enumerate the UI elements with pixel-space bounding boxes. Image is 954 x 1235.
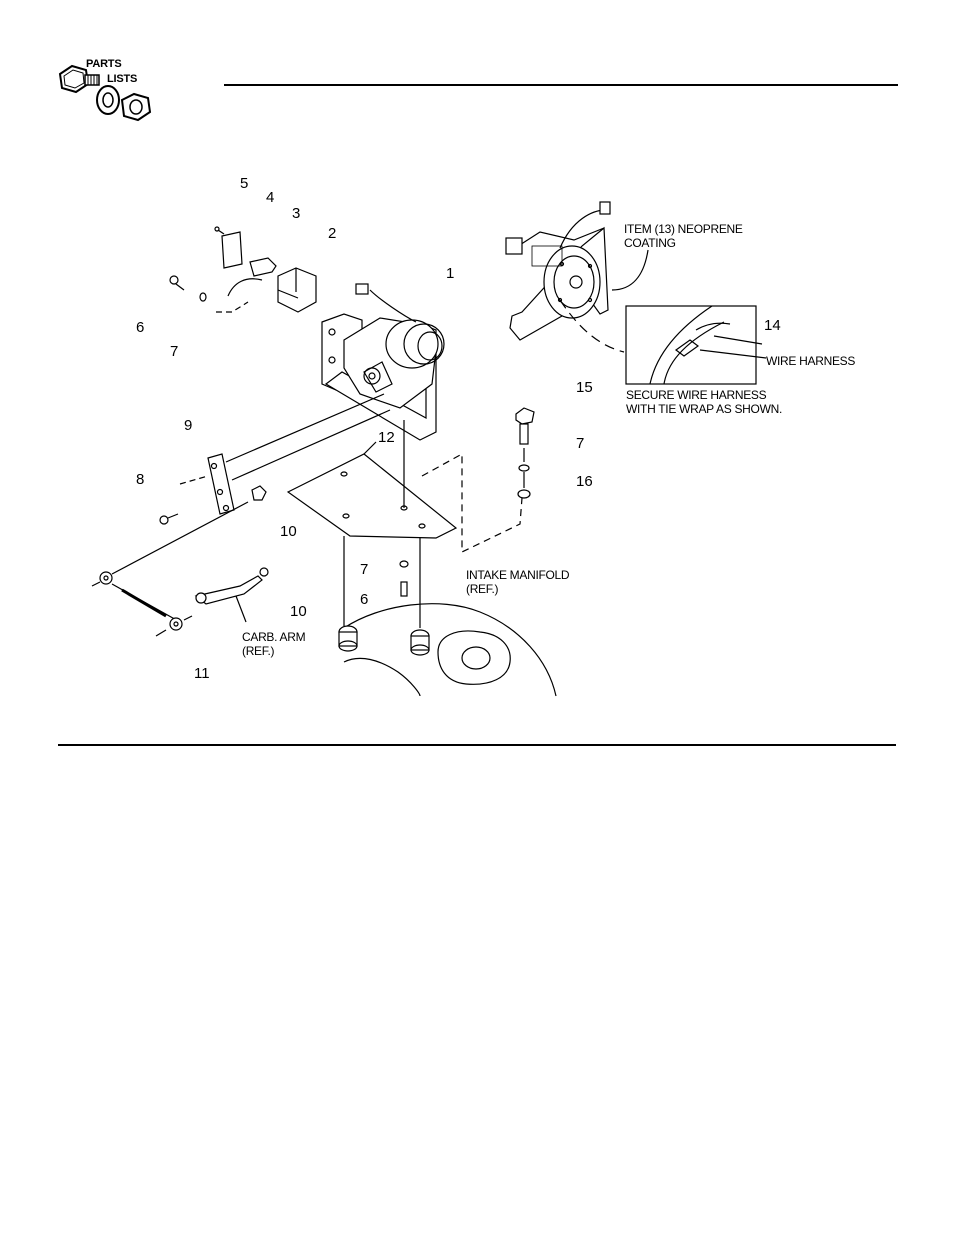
callout-2: 2: [328, 226, 336, 241]
callout-14: 14: [764, 318, 781, 333]
note-intake-line-2: (REF.): [466, 582, 569, 596]
section-rule: [58, 744, 896, 746]
note-neoprene-coating: ITEM (13) NEOPRENE COATING: [624, 222, 743, 250]
callout-8: 8: [136, 472, 144, 487]
callout-10-lower: 10: [290, 604, 307, 619]
callout-6-upper: 6: [136, 320, 144, 335]
note-carb-arm: CARB. ARM (REF.): [242, 630, 305, 658]
note-secure-wire-harness: SECURE WIRE HARNESS WITH TIE WRAP AS SHO…: [626, 388, 782, 416]
callout-7-upper: 7: [170, 344, 178, 359]
callout-12: 12: [378, 430, 395, 445]
callout-4: 4: [266, 190, 274, 205]
callout-3: 3: [292, 206, 300, 221]
note-intake-manifold: INTAKE MANIFOLD (REF.): [466, 568, 569, 596]
note-secure-line-1: SECURE WIRE HARNESS: [626, 388, 782, 402]
callout-1: 1: [446, 266, 454, 281]
note-neoprene-line-2: COATING: [624, 236, 743, 250]
note-intake-line-1: INTAKE MANIFOLD: [466, 568, 569, 582]
callout-15: 15: [576, 380, 593, 395]
callout-6-lower: 6: [360, 592, 368, 607]
callout-7-lower: 7: [360, 562, 368, 577]
callout-7-right: 7: [576, 436, 584, 451]
governor-assembly-diagram: [0, 0, 954, 760]
callout-9: 9: [184, 418, 192, 433]
note-neoprene-line-1: ITEM (13) NEOPRENE: [624, 222, 743, 236]
note-wire-harness: WIRE HARNESS: [766, 354, 855, 368]
note-carb-line-2: (REF.): [242, 644, 305, 658]
callout-16: 16: [576, 474, 593, 489]
callout-10-upper: 10: [280, 524, 297, 539]
note-secure-line-2: WITH TIE WRAP AS SHOWN.: [626, 402, 782, 416]
callout-11: 11: [194, 666, 210, 681]
callout-5: 5: [240, 176, 248, 191]
note-carb-line-1: CARB. ARM: [242, 630, 305, 644]
